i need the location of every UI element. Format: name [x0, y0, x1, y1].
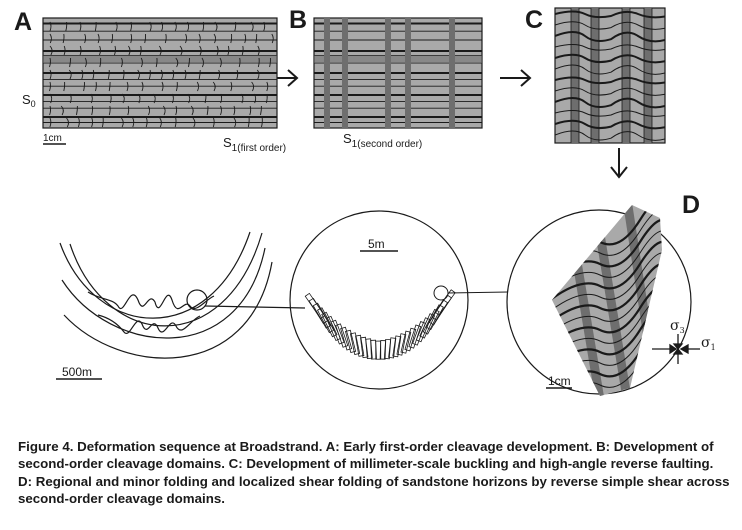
panel-d: D 1cm σ3 σ1	[506, 191, 716, 396]
panel-d-scale-label: 1cm	[548, 374, 571, 388]
panel-a: A S0 1cm S1(first order)	[14, 8, 286, 154]
s1-first-order-label: S1(first order)	[223, 135, 286, 154]
panel-b: B S1(second order)	[289, 6, 483, 150]
panel-a-scale-label: 1cm	[43, 133, 62, 144]
figure-caption: Figure 4. Deformation sequence at Broads…	[18, 439, 730, 507]
panel-c-letter: C	[525, 6, 543, 34]
arrow-c-to-d	[610, 148, 628, 179]
arrow-b-to-c	[500, 69, 532, 87]
folded-sandstone-slabs	[304, 289, 456, 360]
regional-fold	[56, 231, 306, 380]
panel-d-letter: D	[682, 191, 700, 219]
panel-c-buckled-layers	[555, 10, 665, 141]
s1-second-order-label: S1(second order)	[343, 131, 422, 150]
sigma1-label: σ1	[701, 335, 716, 352]
zoom-scale-label: 5m	[368, 237, 385, 251]
panel-b-cleavage-domains	[324, 18, 455, 128]
deformation-figure: A S0 1cm S1(first order) B S1(second ord…	[14, 6, 716, 396]
panel-c-cleavage-domains	[570, 8, 653, 143]
stress-arrows	[652, 334, 700, 364]
sigma3-label: σ3	[670, 318, 685, 335]
panel-c: C	[525, 6, 666, 144]
arrow-a-to-b	[277, 69, 299, 87]
panel-a-cleavage-traces	[49, 21, 274, 128]
regional-scale-label: 500m	[62, 365, 92, 379]
s0-label: S0	[22, 92, 36, 109]
zoom-circle: 5m	[289, 210, 509, 390]
panel-a-letter: A	[14, 8, 32, 36]
panel-b-letter: B	[289, 6, 307, 34]
